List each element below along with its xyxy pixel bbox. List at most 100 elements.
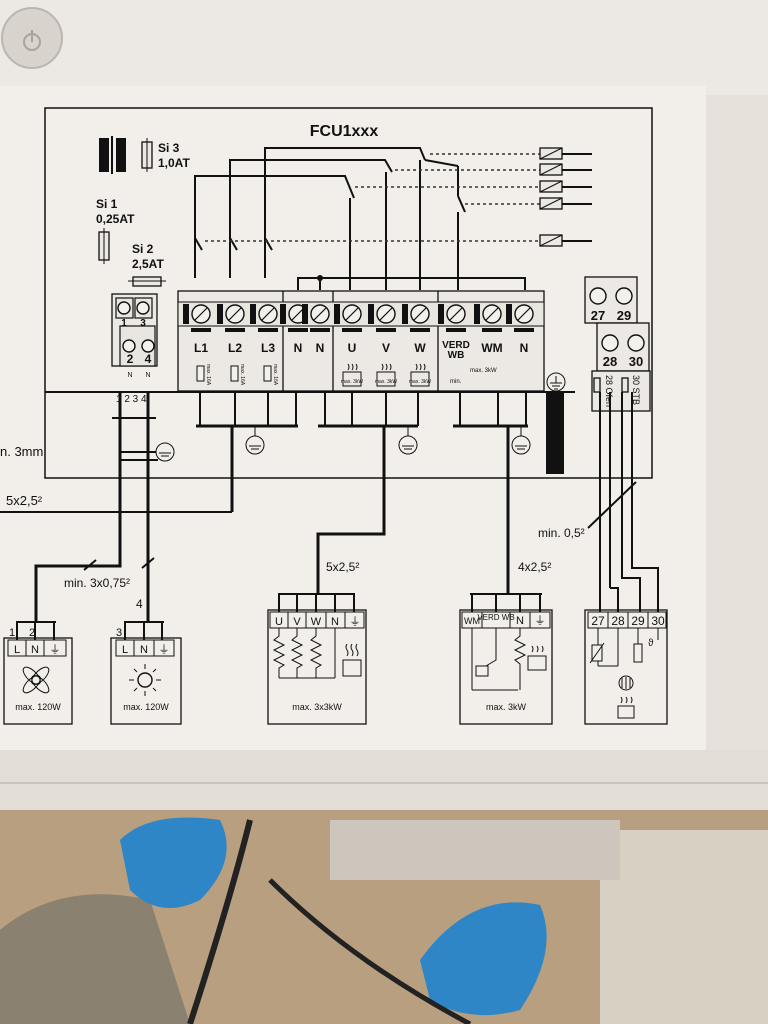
fan-pin-ground: ⏚ bbox=[50, 643, 61, 656]
terminal-marker bbox=[376, 328, 396, 332]
light-icon bbox=[129, 664, 161, 696]
external-wiring bbox=[0, 392, 659, 622]
heater-pin-n: N bbox=[331, 616, 339, 628]
diagram-title: FCU1xxx bbox=[310, 123, 379, 140]
right-term-30: 30 bbox=[629, 354, 643, 369]
person-leg bbox=[0, 894, 190, 1024]
left-wire-numbers: 1 2 3 4 bbox=[116, 394, 147, 405]
label-30-stb: 30 STB bbox=[631, 375, 641, 405]
terminal-label: V bbox=[382, 341, 390, 355]
verd-max-text: max. 3kW bbox=[470, 368, 497, 374]
cable-ground-icons bbox=[155, 426, 531, 462]
fan-num-1: 1 bbox=[9, 627, 15, 639]
screw-slot bbox=[261, 307, 275, 321]
relay-wiring bbox=[194, 147, 540, 290]
terminal-marker bbox=[342, 328, 362, 332]
terminal-marker bbox=[446, 328, 466, 332]
terminal-block-right bbox=[584, 276, 651, 412]
fuse-si2-rating: 2,5AT bbox=[132, 257, 164, 271]
right-term-27: 27 bbox=[591, 308, 605, 323]
terminal-marker bbox=[225, 328, 245, 332]
device-fan bbox=[3, 621, 73, 725]
fuse-si3-rating: 1,0AT bbox=[158, 156, 190, 170]
left-edge-thickness: n. 3mm bbox=[0, 444, 43, 459]
ground-bar bbox=[546, 392, 564, 474]
terminal-marker bbox=[410, 328, 430, 332]
terminal-label: L2 bbox=[228, 341, 242, 355]
terminal-label: WM bbox=[481, 341, 502, 355]
verd-min-text: min. bbox=[450, 379, 462, 385]
terminal-label: L1 bbox=[194, 341, 208, 355]
strip-divider bbox=[506, 304, 512, 324]
screw-slot bbox=[517, 307, 531, 321]
heater-pin-v: V bbox=[293, 616, 301, 628]
fan-pin-n: N bbox=[31, 644, 39, 656]
evaporator-heater-icon bbox=[471, 628, 547, 691]
fuse-rating-text: max. 16A bbox=[205, 364, 211, 386]
heater-rating-text: max. 3kW bbox=[341, 379, 364, 385]
device-sensor bbox=[584, 609, 668, 725]
blue-shoe-right bbox=[420, 902, 547, 1016]
left-term-2: 2 bbox=[127, 352, 134, 366]
strip-divider bbox=[402, 304, 408, 324]
housing-lip bbox=[0, 750, 768, 810]
sensor-theta: ϑ bbox=[648, 638, 654, 649]
light-pin-ground: ⏚ bbox=[159, 643, 170, 656]
strip-divider bbox=[474, 304, 480, 324]
strip-divider bbox=[250, 304, 256, 324]
fan-icon bbox=[22, 666, 50, 694]
left-edge-cable: 5x2,5² bbox=[6, 493, 43, 508]
light-pin-l: L bbox=[122, 644, 128, 656]
terminal-label: WB bbox=[448, 350, 465, 361]
sensor-pin-30: 30 bbox=[651, 614, 665, 628]
device-evaporator bbox=[459, 593, 553, 725]
strip-divider bbox=[217, 304, 223, 324]
terminal-label: W bbox=[414, 341, 426, 355]
sensor-pin-27: 27 bbox=[591, 614, 605, 628]
heater-rating-text: max. 3kW bbox=[375, 379, 398, 385]
cable-mid-left: min. 3x0,75² bbox=[64, 576, 130, 590]
transformer-icon bbox=[99, 136, 126, 174]
evap-pin-verd: VERD WB bbox=[477, 613, 514, 622]
cable-evaporator: 4x2,5² bbox=[518, 560, 551, 574]
fuse-rating-text: max. 16A bbox=[272, 364, 278, 386]
strip-screws bbox=[183, 304, 534, 332]
strip-divider bbox=[334, 304, 340, 324]
cable-heater: 5x2,5² bbox=[326, 560, 359, 574]
cable-on-floor bbox=[187, 819, 253, 1024]
terminal-marker bbox=[310, 328, 330, 332]
terminal-marker bbox=[514, 328, 534, 332]
heater-rating-text: max. 3kW bbox=[409, 379, 432, 385]
heater-elements-icon bbox=[272, 628, 362, 679]
terminal-block-left bbox=[111, 293, 158, 367]
left-term-n1: N bbox=[127, 372, 132, 379]
cable-fan-number: 4 bbox=[136, 597, 143, 611]
terminal-marker bbox=[482, 328, 502, 332]
fuse-si1-name: Si 1 bbox=[96, 197, 118, 211]
strip-divider bbox=[183, 304, 189, 324]
heater-icon bbox=[410, 371, 430, 387]
fan-num-2: 2 bbox=[29, 627, 35, 639]
heater-pin-u: U bbox=[275, 616, 283, 628]
device-heater bbox=[267, 593, 367, 725]
screw-slot bbox=[345, 307, 359, 321]
right-term-29: 29 bbox=[617, 308, 631, 323]
controller-outline bbox=[44, 107, 653, 479]
strip-divider bbox=[280, 304, 286, 324]
sensor-pin-29: 29 bbox=[631, 614, 645, 628]
blue-shoe-left bbox=[120, 817, 227, 908]
terminal-marker bbox=[258, 328, 278, 332]
heater-rating: max. 3x3kW bbox=[292, 702, 342, 712]
sensor-pin-28: 28 bbox=[611, 614, 625, 628]
left-term-1: 1 bbox=[121, 318, 127, 329]
screw-slot bbox=[194, 307, 208, 321]
terminal-label: N bbox=[294, 341, 303, 355]
fuse-icon bbox=[263, 365, 272, 382]
screw-slot bbox=[413, 307, 427, 321]
terminal-marker bbox=[191, 328, 211, 332]
left-term-4: 4 bbox=[145, 352, 152, 366]
light-num-3: 3 bbox=[116, 627, 122, 639]
strip-divider bbox=[368, 304, 374, 324]
